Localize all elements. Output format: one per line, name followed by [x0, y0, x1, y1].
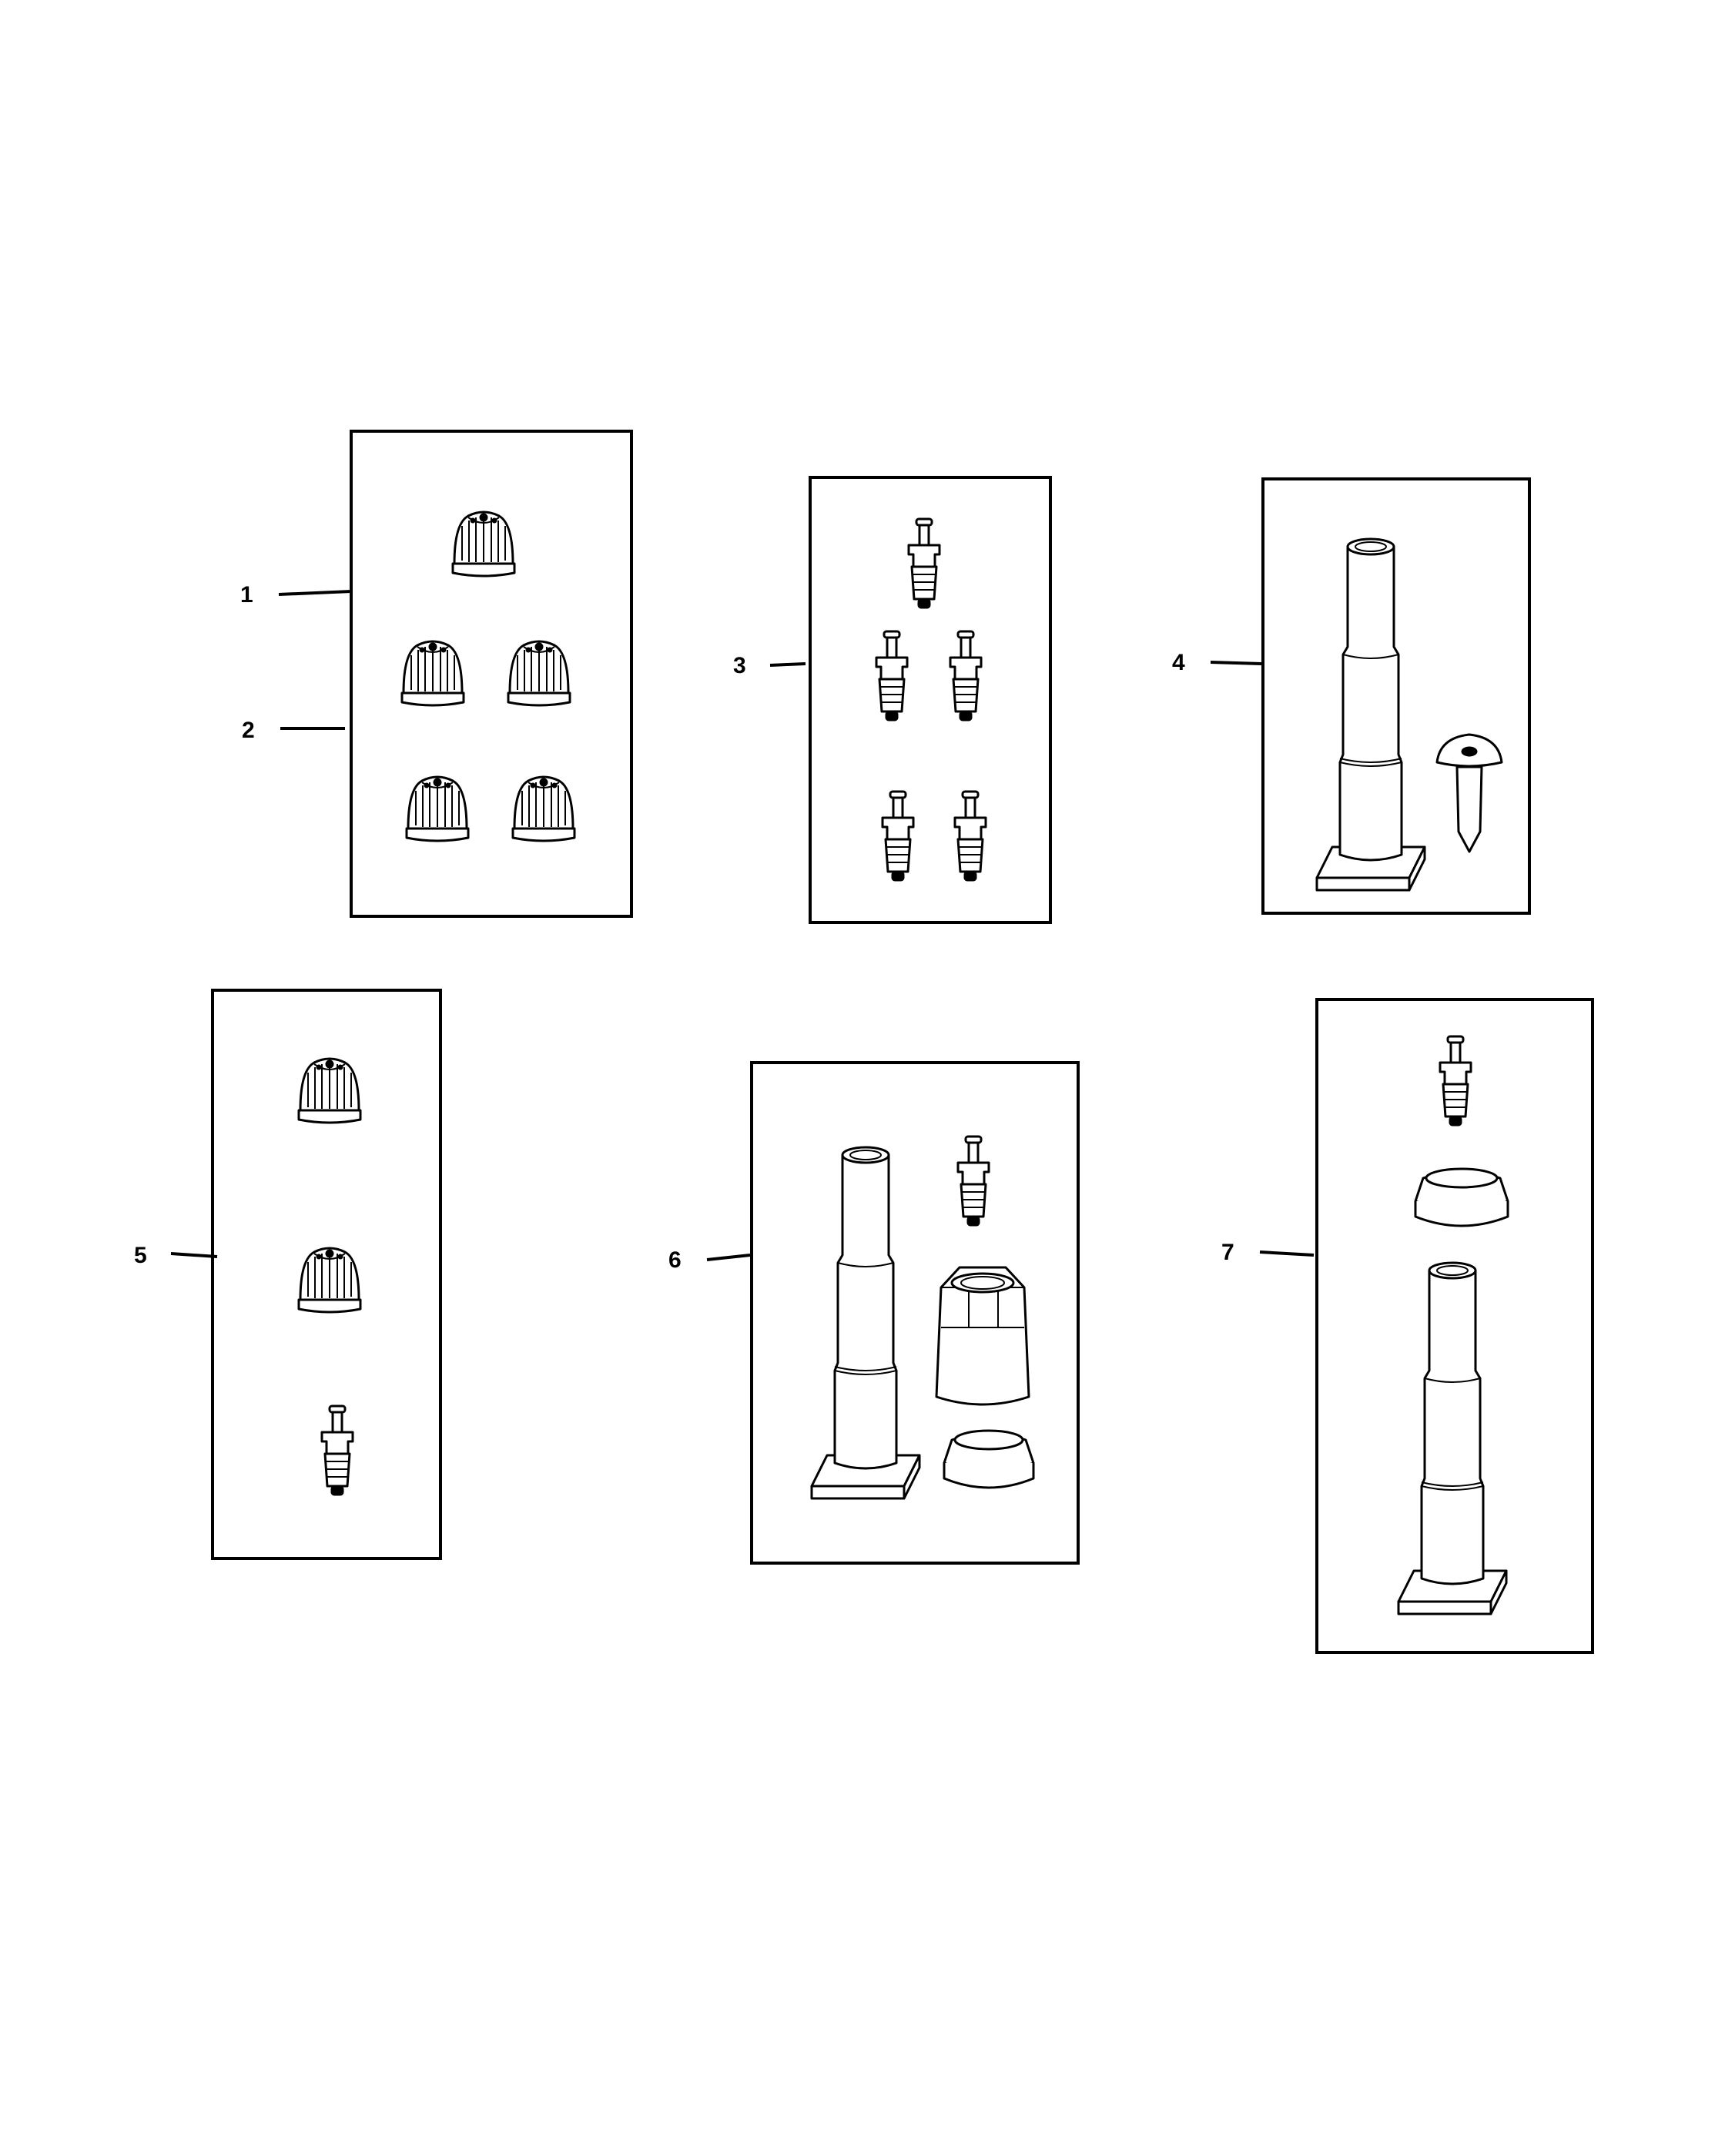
valve-core-icon [907, 517, 941, 610]
valve-cap-icon [405, 775, 470, 842]
valve-stem-icon [1315, 537, 1426, 892]
valve-core-icon [881, 790, 915, 882]
leader-line-7 [1259, 1250, 1315, 1257]
valve-cap-icon [400, 640, 465, 707]
kit-frame-5 [211, 989, 442, 1560]
valve-core-icon [875, 630, 909, 722]
valve-stem-icon [1397, 1261, 1508, 1615]
kit-box-1-2 [350, 430, 633, 918]
screw-icon [1435, 733, 1503, 853]
kit-box-4 [1261, 477, 1531, 915]
callout-3: 3 [733, 653, 746, 678]
callout-1: 1 [240, 582, 253, 608]
grommet-icon [1414, 1167, 1509, 1227]
kit-frame-6 [750, 1061, 1080, 1565]
kit-frame-4 [1261, 477, 1531, 915]
grommet-icon [943, 1429, 1035, 1489]
kit-frame-7 [1315, 998, 1594, 1654]
leader-line-5 [170, 1252, 218, 1258]
valve-cap-icon [511, 775, 576, 842]
valve-core-icon [320, 1404, 354, 1497]
leader-line-4 [1210, 661, 1262, 665]
valve-cap-icon [451, 511, 516, 578]
leader-line-3 [769, 662, 806, 667]
kit-box-7 [1315, 998, 1594, 1654]
kit-frame-1-2 [350, 430, 633, 918]
callout-7: 7 [1221, 1240, 1234, 1265]
valve-core-icon [953, 790, 987, 882]
kit-box-6 [750, 1061, 1080, 1565]
callout-5: 5 [134, 1243, 147, 1268]
valve-cap-icon [297, 1247, 362, 1314]
leader-line-6 [706, 1254, 751, 1261]
kit-box-5 [211, 989, 442, 1560]
kit-box-3 [809, 476, 1052, 924]
leader-line-1 [278, 590, 352, 596]
valve-core-icon [1439, 1035, 1472, 1127]
kit-frame-3 [809, 476, 1052, 924]
callout-6: 6 [668, 1247, 682, 1273]
valve-core-icon [949, 630, 983, 722]
valve-core-icon [956, 1135, 990, 1227]
hex-nut-icon [935, 1266, 1030, 1406]
valve-stem-icon [810, 1146, 921, 1500]
callout-4: 4 [1172, 650, 1185, 675]
valve-cap-icon [507, 640, 571, 707]
valve-cap-icon [297, 1057, 362, 1124]
callout-2: 2 [242, 718, 255, 743]
